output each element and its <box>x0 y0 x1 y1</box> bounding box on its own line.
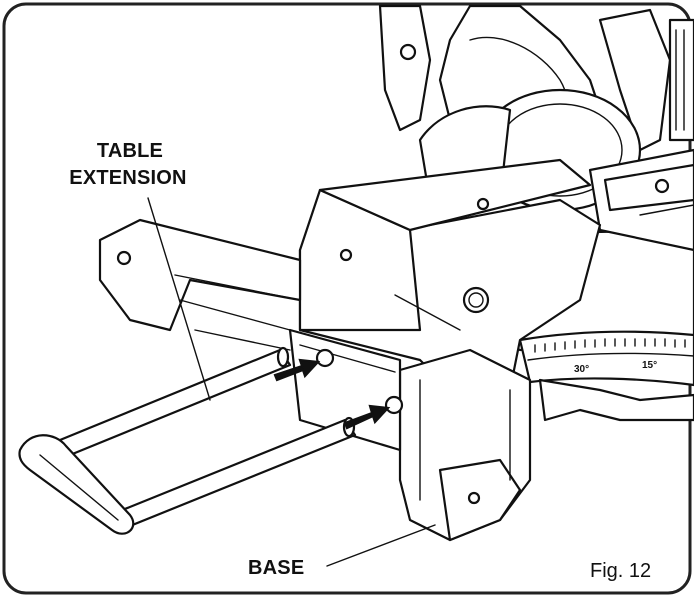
label-base: BASE <box>248 557 304 579</box>
insert-arrows <box>273 358 391 430</box>
miter-saw-drawing: 30° 15° <box>18 4 694 567</box>
table-extension <box>18 346 357 535</box>
scale-mark-30: 30° <box>574 364 589 375</box>
degree-scale: 30° 15° <box>534 338 686 375</box>
label-table-extension-line1: TABLE <box>97 140 163 162</box>
base-leader <box>326 524 436 567</box>
scale-mark-15: 15° <box>642 360 657 371</box>
table-extension-leader <box>147 197 211 401</box>
figure-number: Fig. 12 <box>590 560 651 582</box>
label-table-extension-line2: EXTENSION <box>69 167 186 189</box>
